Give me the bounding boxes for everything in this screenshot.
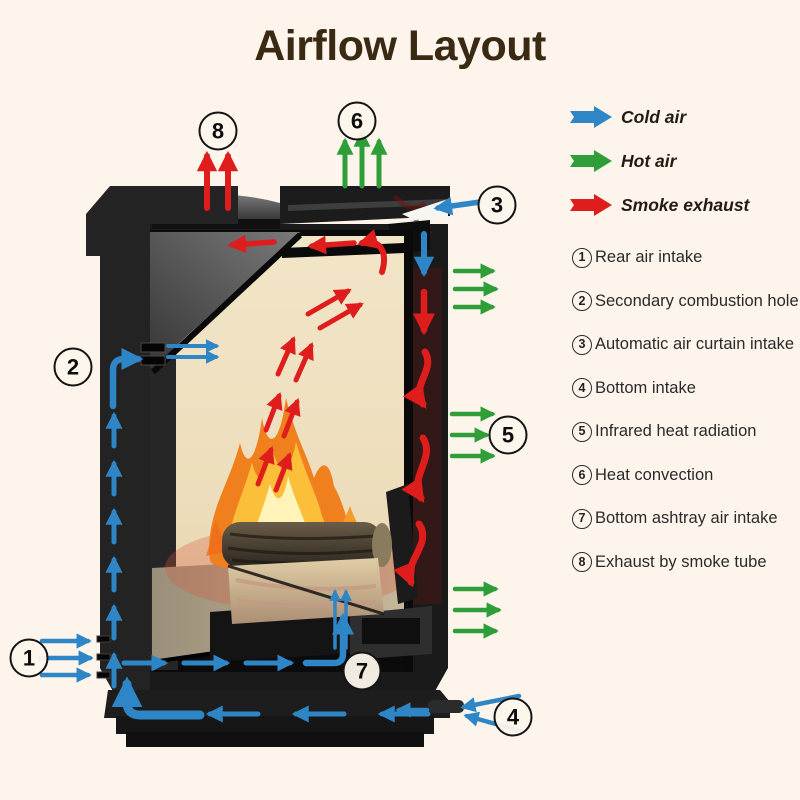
callout-item-8: 8 Exhaust by smoke tube bbox=[572, 548, 799, 577]
firebox-contents bbox=[151, 398, 432, 664]
legend-label-cold-air: Cold air bbox=[621, 106, 687, 127]
legend-label-smoke-exhaust: Smoke exhaust bbox=[621, 194, 750, 215]
diagram-callout-3: 3 bbox=[477, 185, 517, 225]
legend: Cold air Hot air Smoke exhaust bbox=[570, 104, 749, 236]
hot-air-arrows bbox=[336, 129, 502, 639]
diagram-callout-2: 2 bbox=[53, 347, 93, 387]
air-curtain-intake-arrow bbox=[433, 196, 483, 216]
callout-number-7: 7 bbox=[572, 508, 592, 529]
callout-item-7: 7 Bottom ashtray air intake bbox=[572, 504, 799, 533]
callout-number-4: 4 bbox=[572, 378, 592, 398]
callout-number-1: 1 bbox=[572, 247, 592, 268]
callout-label-2: Secondary combustion hole bbox=[595, 291, 799, 310]
callout-number-6: 6 bbox=[572, 465, 592, 485]
bottom-intake-tube bbox=[428, 700, 464, 713]
callout-label-7: Bottom ashtray air intake bbox=[595, 509, 778, 527]
callout-number-2: 2 bbox=[572, 291, 592, 311]
diagram-callout-7: 7 bbox=[342, 651, 382, 691]
callout-item-2: 2 Secondary combustion hole bbox=[572, 287, 799, 316]
diagram-callout-1: 1 bbox=[9, 638, 49, 678]
diagram-callout-4: 4 bbox=[493, 697, 533, 737]
callout-label-6: Heat convection bbox=[595, 465, 714, 484]
stove-top-left-cap bbox=[86, 186, 238, 256]
hot-air-arrow-icon bbox=[570, 150, 612, 172]
legend-item-cold-air: Cold air bbox=[570, 104, 749, 130]
page-title: Airflow Layout bbox=[254, 22, 546, 70]
callout-label-5: Infrared heat radiation bbox=[595, 422, 757, 440]
callout-item-4: 4 Bottom intake bbox=[572, 374, 799, 403]
legend-label-hot-air: Hot air bbox=[621, 150, 677, 171]
callout-number-5: 5 bbox=[572, 421, 592, 442]
legend-item-hot-air: Hot air bbox=[570, 148, 749, 174]
callout-label-8: Exhaust by smoke tube bbox=[595, 552, 767, 571]
legend-item-smoke-exhaust: Smoke exhaust bbox=[570, 192, 749, 218]
callout-label-3: Automatic air curtain intake bbox=[595, 335, 795, 353]
logs bbox=[222, 522, 392, 624]
callout-label-1: Rear air intake bbox=[595, 248, 703, 266]
cold-air-arrow-icon bbox=[570, 106, 612, 128]
callout-number-8: 8 bbox=[572, 552, 592, 572]
callout-list: 1 Rear air intake 2 Secondary combustion… bbox=[572, 243, 799, 591]
callout-item-1: 1 Rear air intake bbox=[572, 243, 799, 272]
callout-number-3: 3 bbox=[572, 334, 592, 355]
smoke-exhaust-arrow-icon bbox=[570, 194, 612, 216]
diagram-callout-8: 8 bbox=[198, 111, 238, 151]
diagram-callout-6: 6 bbox=[337, 101, 377, 141]
stove-base bbox=[104, 690, 464, 747]
callout-item-6: 6 Heat convection bbox=[572, 461, 799, 490]
callout-item-3: 3 Automatic air curtain intake bbox=[572, 330, 799, 359]
callout-item-5: 5 Infrared heat radiation bbox=[572, 417, 799, 446]
smoke-arrows bbox=[196, 150, 436, 588]
callout-label-4: Bottom intake bbox=[595, 378, 696, 397]
diagram-callout-5: 5 bbox=[488, 415, 528, 455]
